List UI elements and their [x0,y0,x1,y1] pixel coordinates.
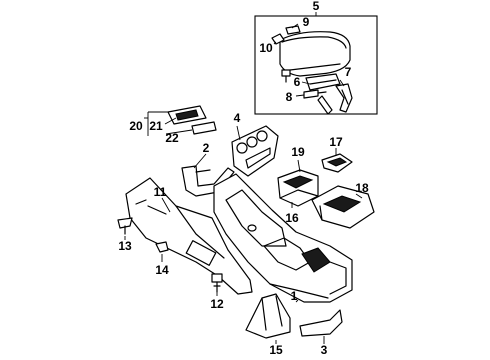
callout-3: 3 [321,343,328,357]
callout-8: 8 [286,90,293,104]
lid-fastener [271,33,285,45]
console-bracket [181,165,235,197]
instrument-bezel [231,125,279,177]
shift-boot [245,293,291,339]
callout-14: 14 [155,263,169,277]
callout-19: 19 [291,145,305,159]
pocket-trim-plate [191,121,217,135]
callout-7: 7 [345,65,352,79]
callout-bracket-20 [144,111,168,136]
storage-bin [311,185,375,229]
armrest-hinge [305,73,341,91]
clip-14 [155,241,169,253]
callout-20: 20 [129,119,143,133]
callout-4: 4 [234,111,241,125]
push-pin [281,69,291,83]
callout-2: 2 [203,141,210,155]
callout-21: 21 [149,119,163,133]
callout-10: 10 [259,41,273,55]
latch-bracket [335,83,353,113]
center-console [213,173,353,303]
callout-16: 16 [285,211,299,225]
callout-18: 18 [355,181,369,195]
callout-11: 11 [154,185,167,199]
armrest-lid [279,31,351,77]
hinge-pin [303,89,333,115]
coin-tray [321,153,353,173]
callout-15: 15 [269,343,283,357]
callout-22: 22 [165,131,179,145]
cup-holder [277,169,319,207]
callout-5: 5 [313,0,320,13]
console-side-panel [125,177,253,295]
callout-9: 9 [303,15,310,29]
callout-6: 6 [294,75,301,89]
callout-17: 17 [329,135,343,149]
leader-lines [124,12,363,344]
rear-trim-piece [299,309,343,337]
callout-1: 1 [291,289,298,303]
callout-12: 12 [210,297,224,311]
clip-13 [117,217,133,235]
console-pocket [167,105,207,125]
screw-12 [211,273,223,293]
callout-13: 13 [118,239,132,253]
